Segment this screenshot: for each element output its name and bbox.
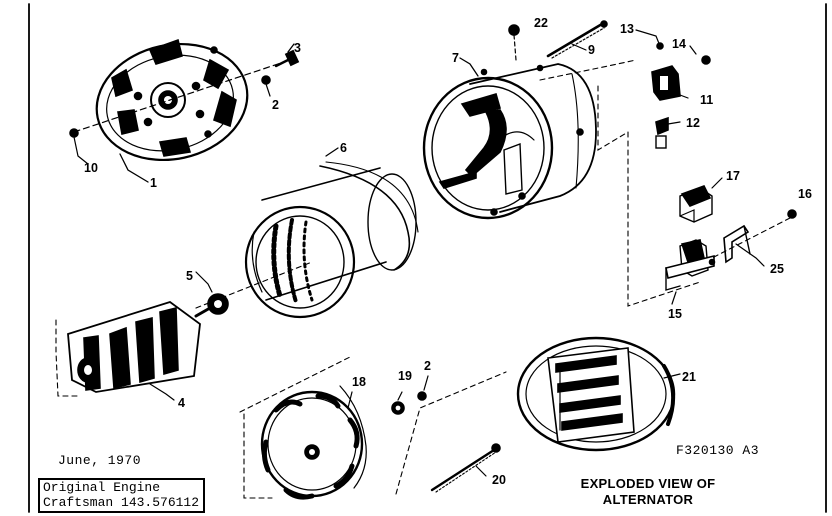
fan-axis-line-2 — [395, 371, 507, 495]
engine-line-2: Craftsman 143.576112 — [43, 495, 200, 510]
axis-line-regulator — [597, 85, 701, 307]
leader-18 — [347, 391, 353, 409]
fan-guide-line — [243, 413, 273, 499]
callout-10: 10 — [84, 161, 98, 175]
callout-2-lower: 2 — [424, 359, 431, 373]
callout-12: 12 — [686, 116, 700, 130]
part-14-nut — [689, 45, 711, 65]
reference-code: F320130 A3 — [676, 443, 760, 458]
leader-17 — [711, 177, 723, 189]
callout-5: 5 — [186, 269, 193, 283]
leader-15 — [671, 291, 677, 305]
callout-3: 3 — [294, 41, 301, 55]
callout-15: 15 — [668, 307, 682, 321]
callout-18: 18 — [352, 375, 366, 389]
leader-1 — [119, 153, 149, 183]
callout-7: 7 — [452, 51, 459, 65]
callout-17: 17 — [726, 169, 740, 183]
part-2-washer-lower — [417, 375, 429, 401]
part-10-nut — [69, 128, 89, 165]
leader-20 — [475, 465, 487, 477]
diagram-title: EXPLODED VIEW OF ALTERNATOR — [560, 476, 736, 508]
callout-2-upper: 2 — [272, 98, 279, 112]
callout-9: 9 — [588, 43, 595, 57]
axis-line-rotor — [195, 261, 313, 309]
callout-20: 20 — [492, 473, 506, 487]
axis-line-upper — [73, 57, 297, 133]
fan-axis-line — [239, 355, 353, 413]
part-16-screw — [711, 209, 797, 259]
callout-25: 25 — [770, 262, 784, 276]
part-7-housing — [422, 63, 597, 220]
title-line-2: ALTERNATOR — [602, 492, 694, 507]
part-21-rectifier — [516, 336, 676, 452]
part-18-fan — [260, 385, 367, 500]
part-6-stator — [244, 161, 419, 319]
part-20-bolt — [430, 443, 501, 493]
title-line-1: EXPLODED VIEW OF — [580, 476, 716, 491]
drawing-date: June, 1970 — [58, 453, 142, 468]
part-4-rotor — [67, 301, 212, 393]
part-17-regulator — [679, 185, 713, 223]
part-2-washer-upper — [261, 75, 271, 97]
part-3-screw — [274, 49, 300, 68]
engine-line-1: Original Engine — [43, 480, 161, 495]
part-5-bearing — [207, 293, 229, 315]
rotor-guide-line — [55, 319, 81, 397]
axis-line-right — [539, 59, 637, 81]
callout-4: 4 — [178, 396, 185, 410]
part-12-terminal — [655, 116, 681, 149]
part-22-screw — [508, 24, 520, 61]
part-25-bracket — [723, 224, 765, 267]
leader-3 — [287, 43, 295, 53]
callout-19: 19 — [398, 369, 412, 383]
callout-11: 11 — [700, 93, 713, 107]
callout-1: 1 — [150, 176, 157, 190]
callout-16: 16 — [798, 187, 812, 201]
part-9-bolt — [546, 20, 608, 59]
part-13-pin — [635, 29, 664, 50]
leader-5 — [195, 271, 213, 293]
leader-9 — [571, 43, 587, 51]
part-19-spacer — [391, 391, 405, 415]
callout-6: 6 — [340, 141, 347, 155]
part-1-end-bell — [95, 38, 249, 162]
leader-6 — [325, 147, 339, 157]
part-11-terminal-block — [651, 65, 689, 101]
callout-14: 14 — [672, 37, 686, 51]
callout-21: 21 — [682, 370, 696, 384]
callout-13: 13 — [620, 22, 634, 36]
part-15-regulator-assembly — [665, 239, 716, 291]
leader-7 — [459, 57, 479, 77]
leader-21 — [663, 373, 681, 379]
callout-22: 22 — [534, 16, 548, 30]
leader-4 — [149, 383, 175, 401]
